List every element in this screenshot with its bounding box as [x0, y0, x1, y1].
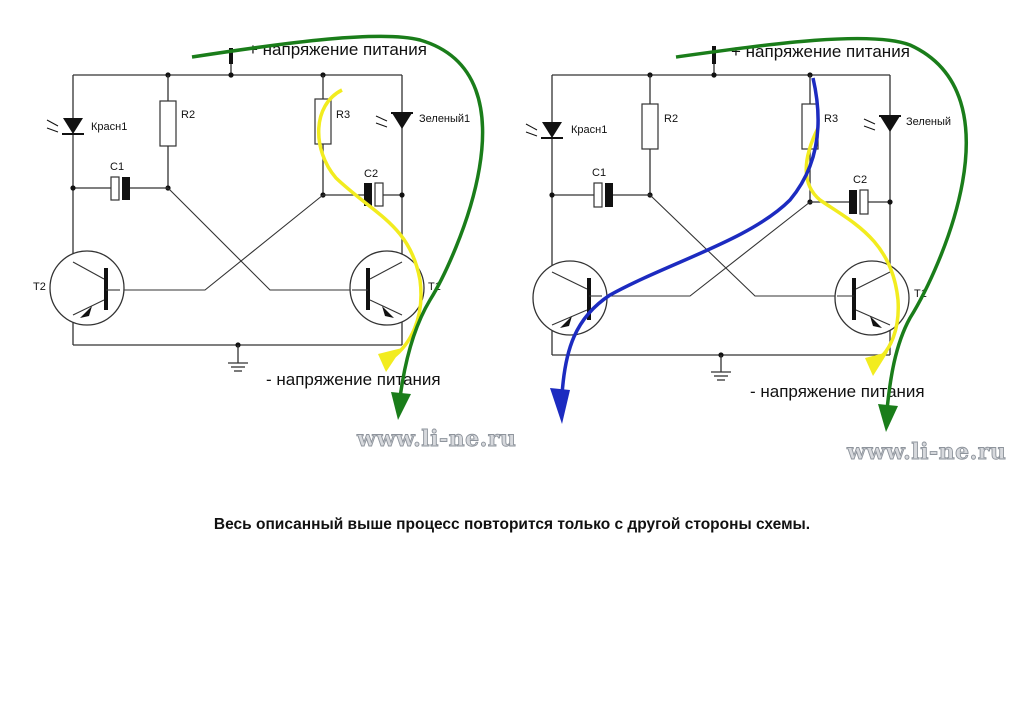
cross-coupling-wires — [120, 187, 352, 291]
resistor-r2-label: R2 — [181, 109, 195, 121]
capacitor-c1-icon — [70, 176, 168, 201]
capacitor-c1-icon — [549, 182, 650, 208]
led-green-icon — [863, 115, 901, 132]
bottom-ground-rail — [552, 352, 890, 381]
supply-plus-label: + напряжение питания — [248, 40, 427, 59]
capacitor-c1-label: C1 — [110, 161, 124, 173]
watermark: www.li-ne.ru — [356, 426, 516, 452]
transistor-t2-icon — [49, 250, 125, 326]
transistor-t2-icon — [532, 260, 608, 336]
blue-current-arrow — [550, 77, 820, 424]
capacitor-c2-label: C2 — [853, 174, 867, 186]
yellow-current-arrow — [804, 127, 900, 376]
green-current-arrow — [675, 36, 968, 432]
led-green-label: Зеленый1 — [419, 113, 470, 125]
resistor-r3-label: R3 — [336, 109, 350, 121]
yellow-current-arrow — [316, 88, 423, 372]
bottom-ground-rail — [73, 342, 402, 372]
led-red-icon — [46, 118, 84, 135]
supply-plus-label: + напряжение питания — [731, 42, 910, 61]
led-red-icon — [525, 122, 563, 139]
led-red-label: Красн1 — [91, 121, 127, 133]
capacitor-c1-label: C1 — [592, 167, 606, 179]
top-power-rail — [552, 46, 890, 78]
supply-minus-label: - напряжение питания — [266, 370, 441, 389]
transistor-t2-label: T2 — [33, 281, 46, 293]
caption-text: Весь описанный выше процесс повторится т… — [213, 516, 811, 533]
capacitor-c2-icon — [810, 189, 893, 215]
capacitor-c2-label: C2 — [364, 168, 378, 180]
resistor-r2-icon — [159, 75, 177, 191]
transistor-t1-icon — [349, 250, 425, 326]
watermark: www.li-ne.ru — [846, 439, 1006, 465]
led-green-icon — [375, 112, 413, 129]
circuit-diagram-left: + напряжение питания Красн1 Зеленый1 R2 — [33, 34, 516, 452]
green-current-arrow — [191, 34, 485, 420]
resistor-r2-label: R2 — [664, 113, 678, 125]
led-green-label: Зеленый — [906, 116, 951, 128]
led-red-label: Красн1 — [571, 124, 607, 136]
circuit-diagram-right: + напряжение питания Красн1 Зеленый R2 — [525, 36, 1006, 465]
cross-coupling-wires — [602, 194, 837, 297]
transistor-t1-icon — [834, 260, 910, 336]
supply-minus-label: - напряжение питания — [750, 382, 925, 401]
resistor-r3-label: R3 — [824, 113, 838, 125]
resistor-r2-icon — [641, 75, 659, 198]
